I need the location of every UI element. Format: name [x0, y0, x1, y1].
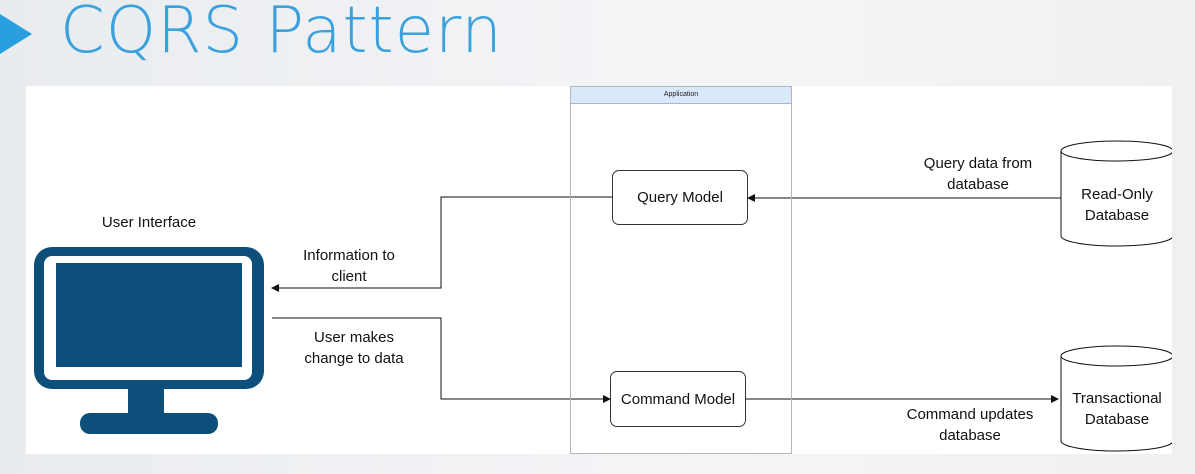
edge-ui-to-command [272, 317, 611, 403]
read-only-database-label: Read-Only Database [1081, 186, 1153, 224]
edge-query-to-ui [271, 196, 612, 292]
monitor-icon [34, 247, 264, 434]
slide-title: CQRS Pattern [60, 0, 503, 68]
user-interface-label: User Interface [101, 214, 197, 231]
diagram-connectors [34, 140, 1172, 452]
edge-label-info-to-client: Information to client [303, 247, 395, 285]
transactional-database-label: Transactional Database [1072, 390, 1162, 428]
application-container: Application [570, 86, 792, 454]
command-model-node[interactable]: Command Model [610, 371, 746, 427]
diagram-canvas: Application Query Model Command Model Us… [26, 86, 1172, 454]
read-only-database-cylinder-icon [1060, 140, 1172, 247]
edge-label-query-data: Query data from database [923, 155, 1033, 193]
transactional-database-cylinder-icon [1060, 345, 1172, 452]
application-container-title: Application [571, 87, 791, 104]
edge-label-user-change: User makes change to data [304, 329, 404, 367]
slide-marker-triangle-icon [0, 14, 32, 54]
edge-label-command-updates: Command updates database [906, 406, 1034, 444]
query-model-node[interactable]: Query Model [612, 170, 748, 225]
